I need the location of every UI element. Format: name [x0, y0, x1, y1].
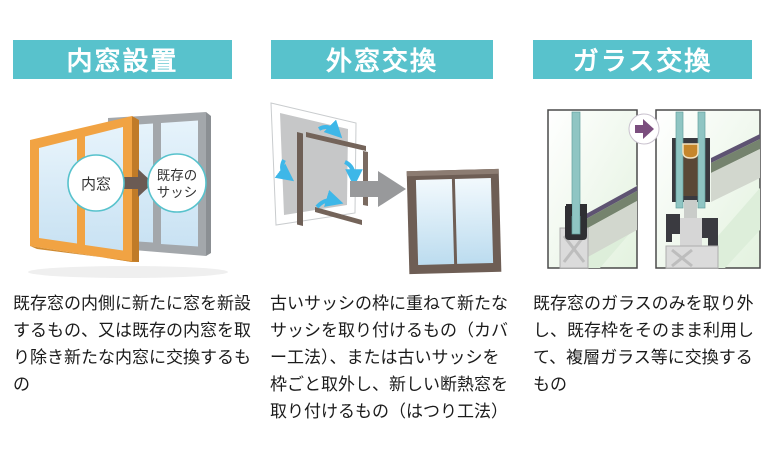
- existing-sash-label-circle: 既存の サッシ: [147, 153, 207, 213]
- description-glass: 既存窓のガラスのみを取り外し、既存枠をそのまま利用して、複層ガラス等に交換するも…: [533, 294, 754, 395]
- header-label: 外窓交換: [325, 47, 438, 77]
- header-label: ガラス交換: [572, 47, 713, 77]
- blue-assembly-arrows: [274, 119, 363, 209]
- right-arrow-icon: [122, 169, 153, 197]
- curved-arrow-icon: [318, 119, 343, 139]
- curved-arrow-icon: [344, 160, 363, 187]
- inner-window-label: 内窓: [81, 175, 111, 193]
- glass-replacement-figure: [547, 109, 761, 269]
- inner-window-figure: 内窓 既存の サッシ: [28, 112, 228, 278]
- gray-right-arrow-icon: [350, 171, 406, 207]
- purple-right-arrow-icon: [635, 119, 654, 139]
- single-glazing-panel: [547, 109, 638, 269]
- header-label: 内窓設置: [66, 47, 179, 77]
- old-window-with-new-sash: [270, 102, 368, 226]
- existing-sash-label-line2: サッシ: [157, 185, 198, 201]
- window-shadow: [28, 266, 228, 278]
- header-banner-outer-window: 外窓交換: [271, 40, 493, 79]
- column-outer-window-replacement: 外窓交換: [256, 0, 512, 461]
- description-outer-window: 古いサッシの枠に重ねて新たなサッシを取り付けるもの（カバー工法）、または古いサッ…: [270, 294, 508, 422]
- spacer-orange: [682, 143, 699, 159]
- new-brown-window: [406, 168, 502, 275]
- outer-window-figure: [270, 102, 502, 275]
- column-inner-window-installation: 内窓設置: [0, 0, 256, 461]
- existing-sash-label-line1: 既存の: [157, 168, 198, 184]
- curved-arrow-icon: [315, 190, 344, 209]
- header-banner-inner-window: 内窓設置: [13, 40, 232, 79]
- inner-window-label-circle: 内窓: [67, 154, 125, 212]
- purple-arrow-badge: [628, 113, 660, 145]
- double-glazing-panel: [655, 109, 761, 269]
- header-banner-glass: ガラス交換: [533, 40, 752, 79]
- column-glass-replacement: ガラス交換: [512, 0, 768, 461]
- description-inner-window: 既存窓の内側に新たに窓を新設するもの、又は既存の内窓を取り除き新たな内窓に交換す…: [13, 294, 251, 395]
- curved-arrow-icon: [274, 159, 295, 182]
